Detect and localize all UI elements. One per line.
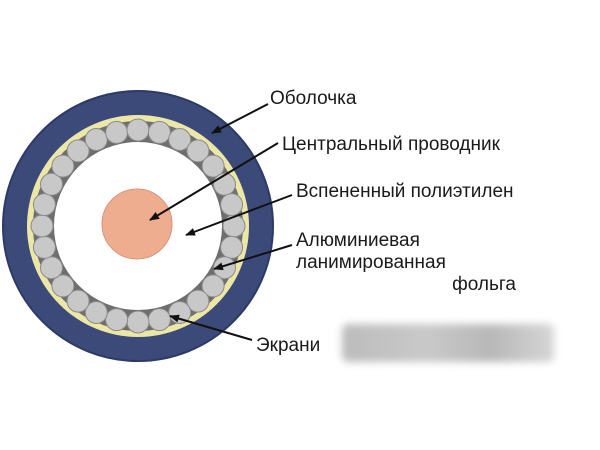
arrow-foamed-polyethylene [185,194,293,236]
shield-wire [66,289,90,313]
central-conductor [101,188,173,260]
shield-wire [222,214,246,238]
shield-wire [51,154,75,178]
shield-wire [66,139,90,163]
shield-wire [220,235,244,259]
pointer-arrows [149,103,293,341]
arrow-foil [213,244,293,271]
shield-wire [51,274,75,298]
arrow-jacket [211,103,269,134]
shield-wire [147,308,171,332]
shield-wire [201,154,225,178]
shield-wire [168,128,192,151]
shield-wire [32,235,56,259]
shield-wire [40,172,63,196]
shield-wire [186,289,210,313]
layer-labels: Оболочка Центральный проводник Вспененны… [256,88,516,356]
label-foil-line1: Алюминиевая [296,230,420,251]
shield-wire [105,308,129,332]
arrow-central-conductor [149,142,279,221]
shield-wire [126,118,150,142]
shield-wire [32,193,56,217]
shield-wire [147,120,171,144]
shield-wire [186,139,210,163]
shield-wire [40,256,63,280]
label-foil-line2: ланимированная [296,252,446,273]
arrow-shield [169,314,253,341]
shield-wire [126,310,150,334]
cable-cross-section [2,90,274,362]
shield-wire [220,193,244,217]
shield-wire [213,172,236,196]
shield-wire [84,128,108,151]
shield-wire [30,214,54,238]
label-central-conductor: Центральный проводник [282,134,501,155]
shield-wire [201,274,225,298]
label-shield: Экрани [256,335,320,356]
shield-wire [84,301,108,324]
shield-wire [105,120,129,144]
label-jacket: Оболочка [270,88,357,109]
blurred-label-region [342,324,554,362]
label-foamed-polyethylene: Вспененный полиэтилен [296,181,514,202]
label-foil-line3: фольга [452,274,516,295]
shield-wires [30,118,246,334]
